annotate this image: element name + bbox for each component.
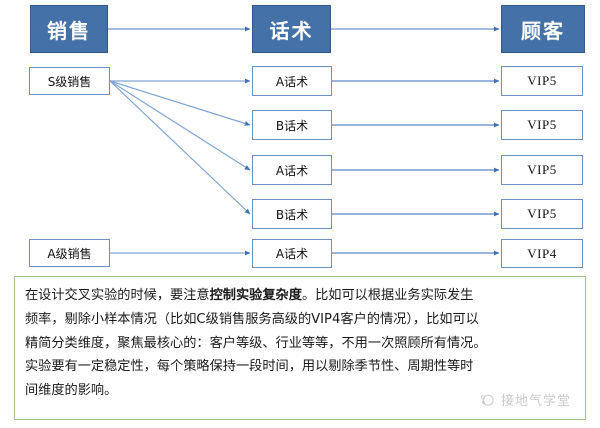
header-box-sales[interactable]: 销售: [30, 5, 108, 53]
header-box-script[interactable]: 话术: [252, 5, 331, 53]
header-box-customer[interactable]: 顾客: [501, 5, 585, 53]
node-right-vip-2[interactable]: VIP5: [501, 110, 583, 140]
note-line-1-bold: 控制实验复杂度: [209, 288, 302, 303]
note-panel: 在设计交叉实验的时候，要注意控制实验复杂度。比如可以根据业务实际发生 频率，剔除…: [14, 276, 586, 420]
node-middle-script-4[interactable]: B话术: [252, 199, 332, 229]
node-middle-script-2[interactable]: B话术: [252, 110, 332, 140]
note-line-1: 在设计交叉实验的时候，要注意控制实验复杂度。比如可以根据业务实际发生: [25, 284, 575, 308]
watermark-text: 接地气学堂: [500, 394, 571, 409]
note-line-5: 间维度的影响。: [25, 379, 575, 403]
node-left-s-level-sales[interactable]: S级销售: [29, 67, 110, 95]
watermark: 接地气学堂: [479, 390, 571, 409]
node-right-vip-4[interactable]: VIP5: [501, 199, 583, 229]
note-line-1-pre: 在设计交叉实验的时候，要注意: [25, 288, 210, 303]
node-middle-script-3[interactable]: A话术: [252, 155, 332, 185]
node-right-vip-1[interactable]: VIP5: [501, 66, 583, 96]
node-middle-script-5[interactable]: A话术: [252, 239, 332, 268]
note-line-5-pre: 间维度的影响。: [25, 383, 118, 399]
note-line-2: 频率，剔除小样本情况（比如C级销售服务高级的VIP4客户的情况），比如可以: [25, 308, 575, 332]
note-line-1-post: 。比如可以根据业务实际发生: [301, 288, 474, 303]
note-line-3-pre: 精简分类维度，聚焦最核心的：客户等级、行业等等，不用一次照顾所有情况。: [25, 335, 487, 351]
node-right-vip-5[interactable]: VIP4: [501, 239, 583, 268]
note-line-4-pre: 实验要有一定稳定性，每个策略保持一段时间，用以剔除季节性、周期性等时: [25, 359, 474, 375]
note-line-4: 实验要有一定稳定性，每个策略保持一段时间，用以剔除季节性、周期性等时: [25, 355, 575, 379]
cloud-icon: [480, 394, 494, 406]
note-line-3: 精简分类维度，聚焦最核心的：客户等级、行业等等，不用一次照顾所有情况。: [25, 332, 575, 356]
node-right-vip-3[interactable]: VIP5: [501, 155, 583, 185]
node-left-a-level-sales[interactable]: A级销售: [29, 239, 110, 267]
note-line-2-pre: 频率，剔除小样本情况（比如C级销售服务高级的VIP4客户的情况），比如可以: [25, 311, 479, 327]
node-middle-script-1[interactable]: A话术: [252, 66, 332, 96]
